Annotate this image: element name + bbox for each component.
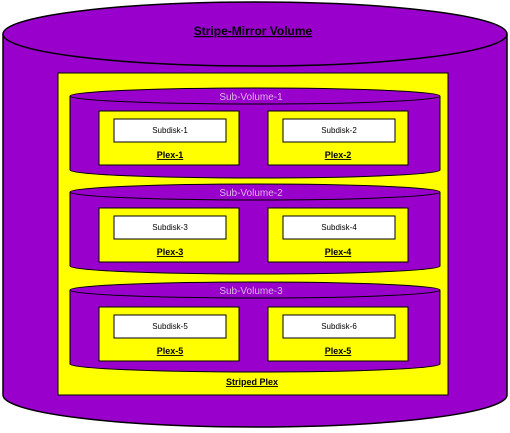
plex-label: Plex-5	[157, 346, 184, 356]
subdisk-box	[113, 314, 227, 339]
subdisk-label: Subdisk-4	[321, 223, 357, 232]
plex-3-box: Subdisk-3 Plex-3	[98, 207, 240, 263]
subdisk-box	[113, 215, 227, 240]
subdisk-label: Subdisk-1	[152, 126, 188, 135]
sub-volume-label: Sub-Volume-2	[219, 188, 283, 199]
subdisk-box	[282, 314, 396, 339]
volume-title: Stripe-Mirror Volume	[194, 24, 313, 38]
plex-label: Plex-4	[325, 247, 352, 257]
plex-label: Plex-5	[325, 346, 352, 356]
subdisk-label: Subdisk-6	[321, 322, 357, 331]
plex-2-box: Subdisk-2 Plex-2	[267, 110, 409, 166]
volume-cylinder-top	[2, 1, 508, 67]
sub-volume-2: Sub-Volume-2 Subdisk-3 Plex-3 Subdisk-4 …	[69, 183, 441, 275]
plex-label: Plex-3	[157, 247, 184, 257]
striped-plex-label: Striped Plex	[226, 377, 278, 387]
sub-volume-3: Sub-Volume-3 Subdisk-5 Plex-5 Subdisk-6 …	[69, 281, 441, 373]
sub-volume-cylinder-top	[69, 281, 441, 299]
sub-volume-cylinder-top	[69, 183, 441, 201]
sub-volume-label: Sub-Volume-1	[219, 92, 283, 103]
sub-volume-cylinder-top	[69, 87, 441, 105]
plex-1-box: Subdisk-1 Plex-1	[98, 110, 240, 166]
plex-6-box: Subdisk-6 Plex-5	[267, 306, 409, 362]
subdisk-label: Subdisk-3	[152, 223, 188, 232]
plex-label: Plex-2	[325, 150, 352, 160]
subdisk-box	[282, 118, 396, 143]
subdisk-box	[113, 118, 227, 143]
subdisk-label: Subdisk-2	[321, 126, 357, 135]
plex-4-box: Subdisk-4 Plex-4	[267, 207, 409, 263]
subdisk-label: Subdisk-5	[152, 322, 188, 331]
subdisk-box	[282, 215, 396, 240]
sub-volume-1: Sub-Volume-1 Subdisk-1 Plex-1 Subdisk-2 …	[69, 87, 441, 179]
plex-label: Plex-1	[157, 150, 184, 160]
sub-volume-label: Sub-Volume-3	[219, 286, 283, 297]
plex-5-box: Subdisk-5 Plex-5	[98, 306, 240, 362]
